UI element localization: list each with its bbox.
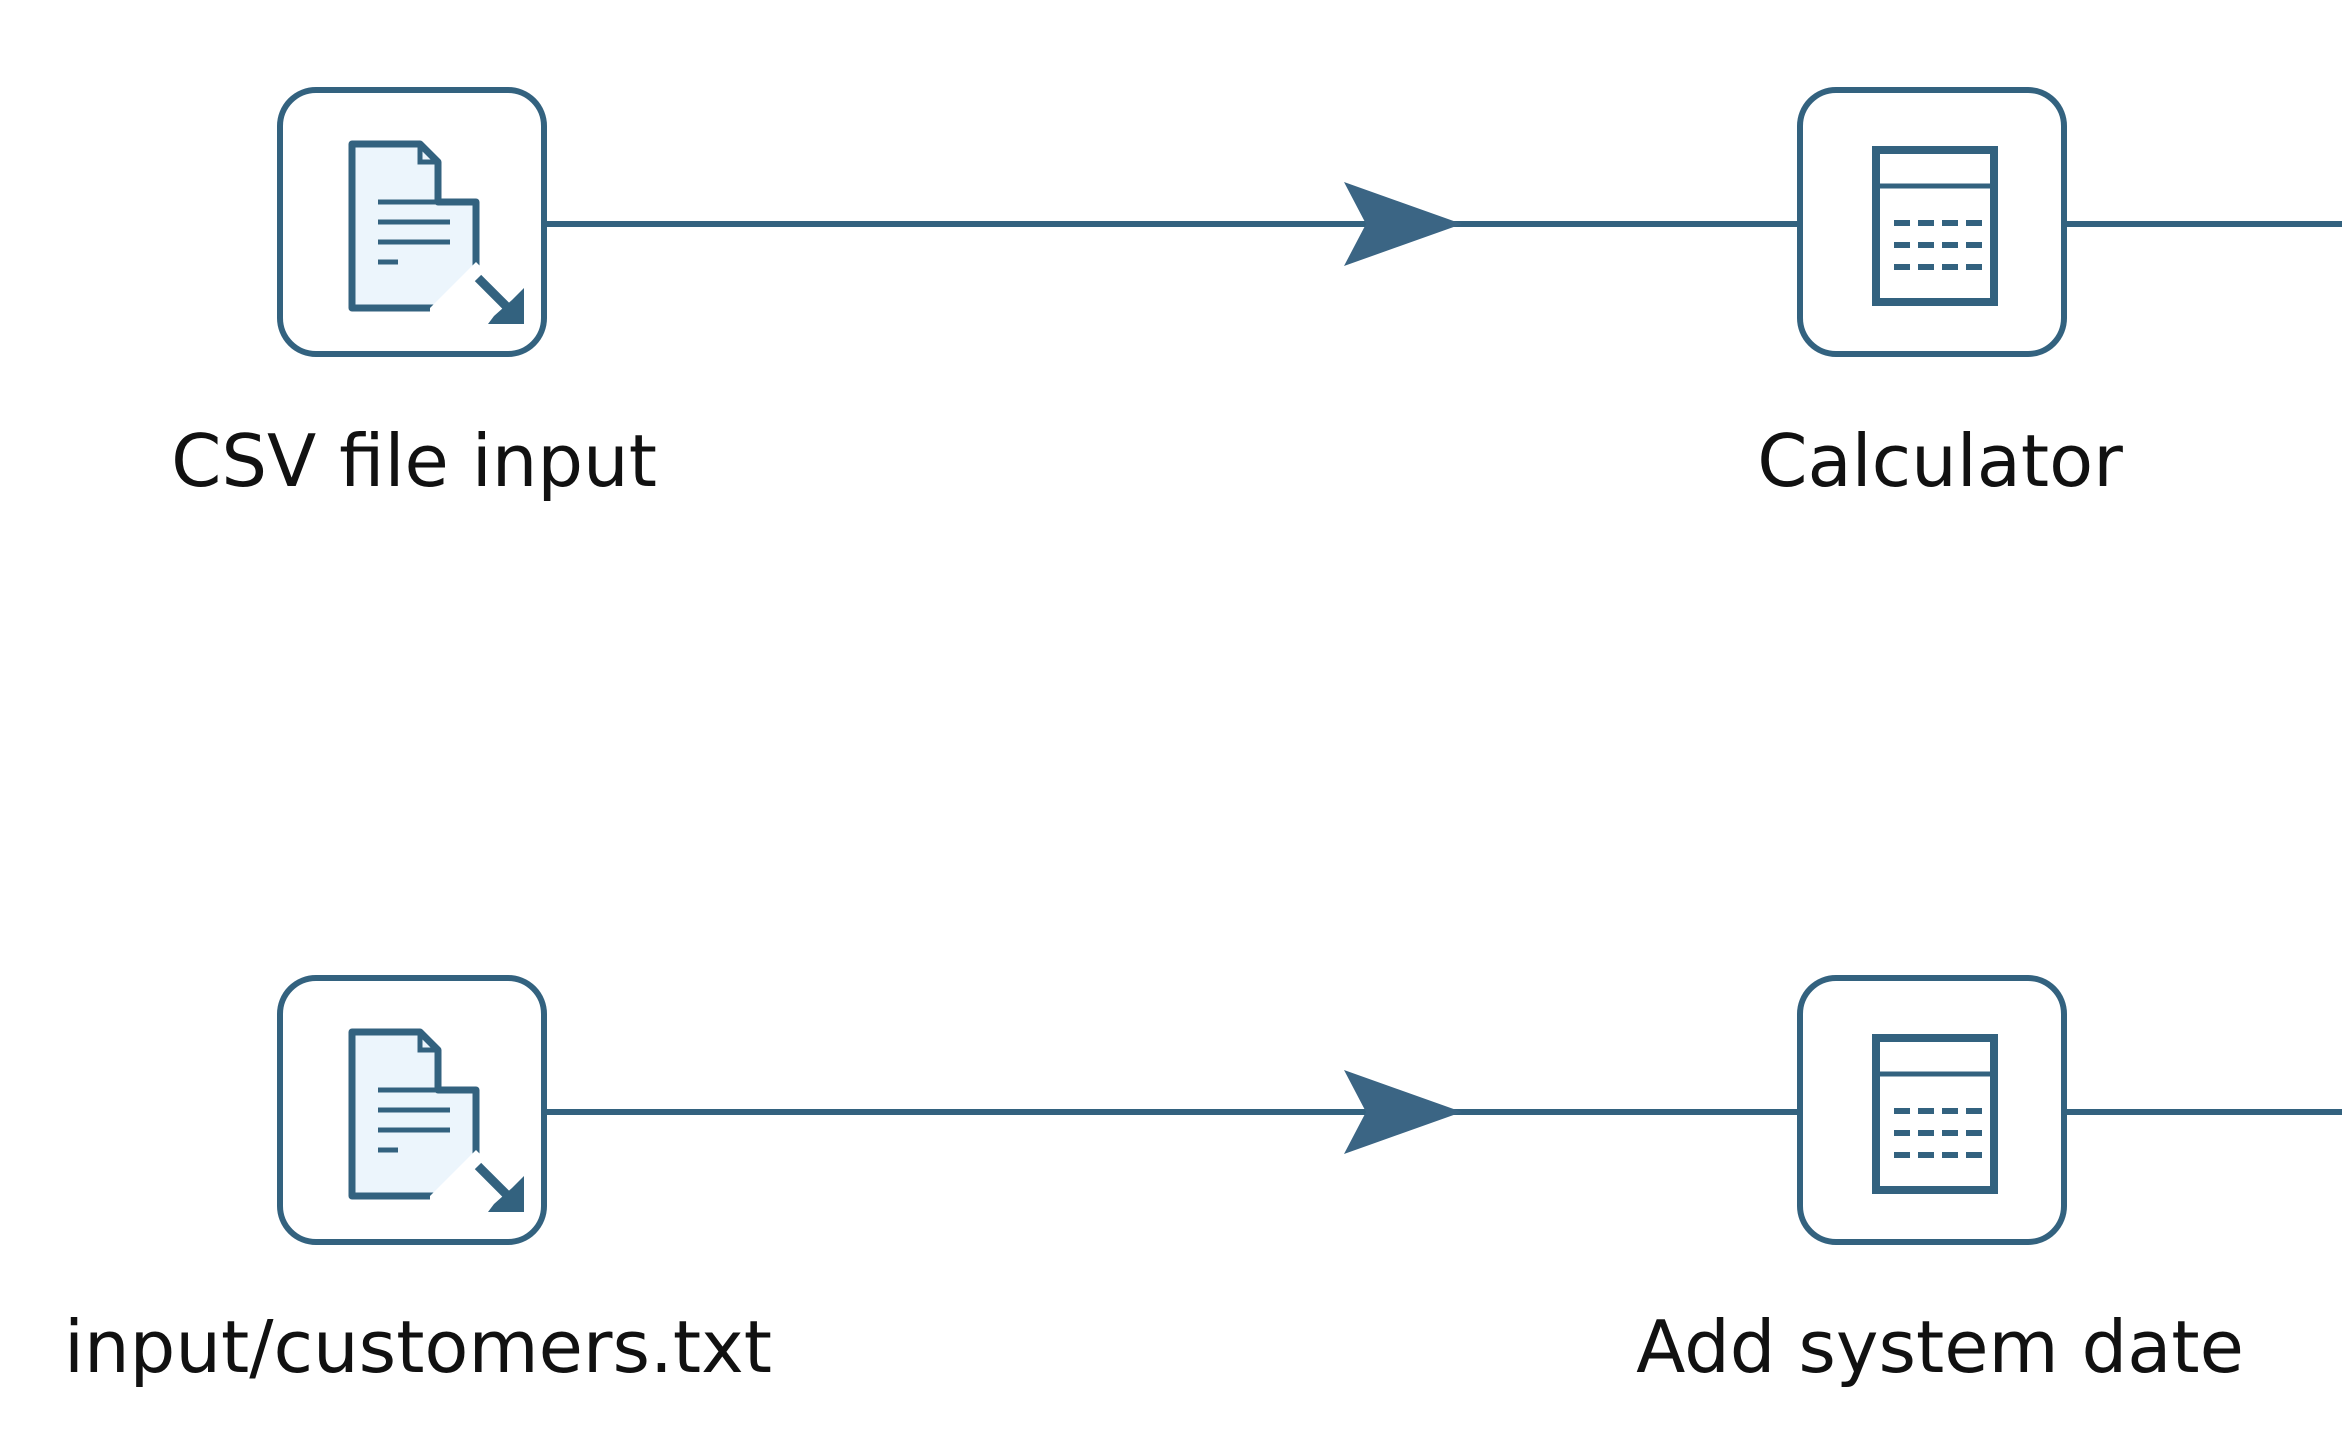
- step-add-system-date[interactable]: Add system date: [1636, 978, 2244, 1389]
- hop-customers-to-add-system-date[interactable]: [544, 1070, 2342, 1154]
- step-label: Add system date: [1636, 1305, 2244, 1389]
- text-file-input-icon[interactable]: [280, 978, 544, 1242]
- step-label: input/customers.txt: [64, 1305, 772, 1389]
- step-label: Calculator: [1757, 419, 2123, 503]
- hop-arrowhead-icon: [1344, 1070, 1462, 1154]
- hop-csv-to-calculator[interactable]: [544, 182, 2342, 266]
- step-label: CSV file input: [171, 419, 657, 503]
- calculator-icon[interactable]: [1800, 978, 2064, 1242]
- calculator-icon[interactable]: [1800, 90, 2064, 354]
- csv-file-input-icon[interactable]: [280, 90, 544, 354]
- step-calculator[interactable]: Calculator: [1757, 90, 2123, 503]
- step-csv-file-input[interactable]: CSV file input: [171, 90, 657, 503]
- hop-arrowhead-icon: [1344, 182, 1462, 266]
- step-input-customers-txt[interactable]: input/customers.txt: [64, 978, 772, 1389]
